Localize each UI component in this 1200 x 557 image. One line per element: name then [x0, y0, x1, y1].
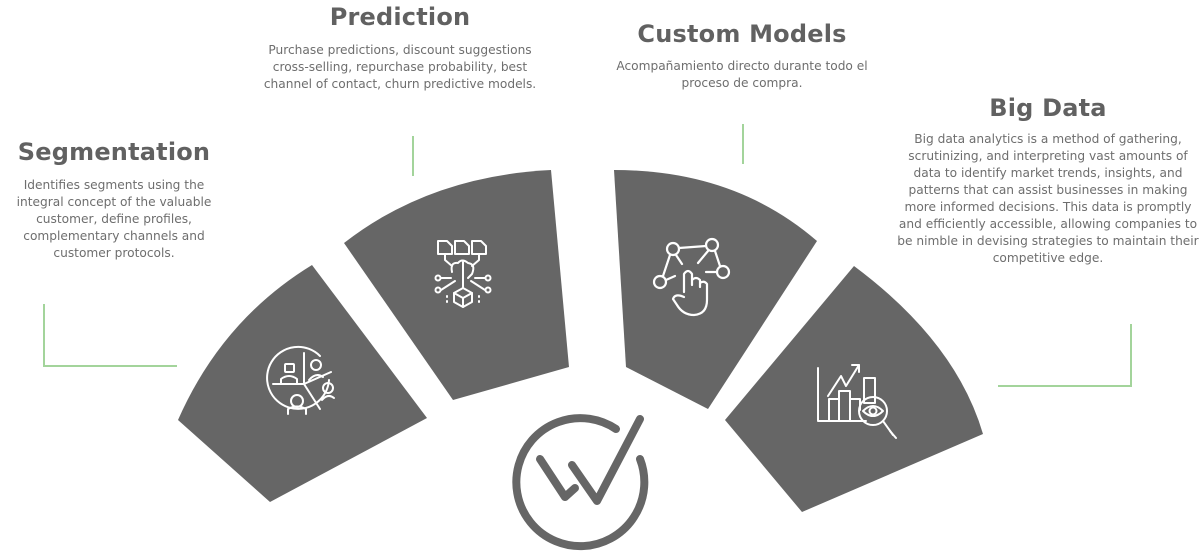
- segmentation-description: Identifies segments using the integral c…: [16, 178, 212, 260]
- segmentation-block: Segmentation Identifies segments using t…: [4, 138, 224, 262]
- big-data-block: Big Data Big data analytics is a method …: [893, 94, 1200, 267]
- big-data-segment: [725, 266, 983, 512]
- prediction-description: Purchase predictions, discount suggestio…: [263, 43, 537, 91]
- customer-segments-icon: [266, 345, 335, 415]
- custom-models-segment: [614, 170, 817, 409]
- network-touch-icon: [652, 237, 731, 317]
- brand-check-logo: [512, 414, 649, 551]
- big-data-title: Big Data: [989, 94, 1107, 122]
- segmentation-connector: [43, 304, 177, 367]
- prediction-segment: [344, 170, 569, 400]
- chart-analysis-icon: [817, 364, 897, 439]
- segmentation-title: Segmentation: [17, 138, 211, 166]
- custom-models-block: Custom Models Acompañamiento directo dur…: [612, 20, 872, 92]
- custom-models-title: Custom Models: [637, 20, 847, 48]
- ai-brain-network-icon: [434, 240, 492, 308]
- big-data-description: Big data analytics is a method of gather…: [897, 132, 1199, 265]
- big-data-connector: [998, 324, 1132, 387]
- custom-models-description: Acompañamiento directo durante todo el p…: [616, 59, 868, 90]
- prediction-block: Prediction Purchase predictions, discoun…: [262, 3, 538, 93]
- prediction-title: Prediction: [329, 3, 471, 31]
